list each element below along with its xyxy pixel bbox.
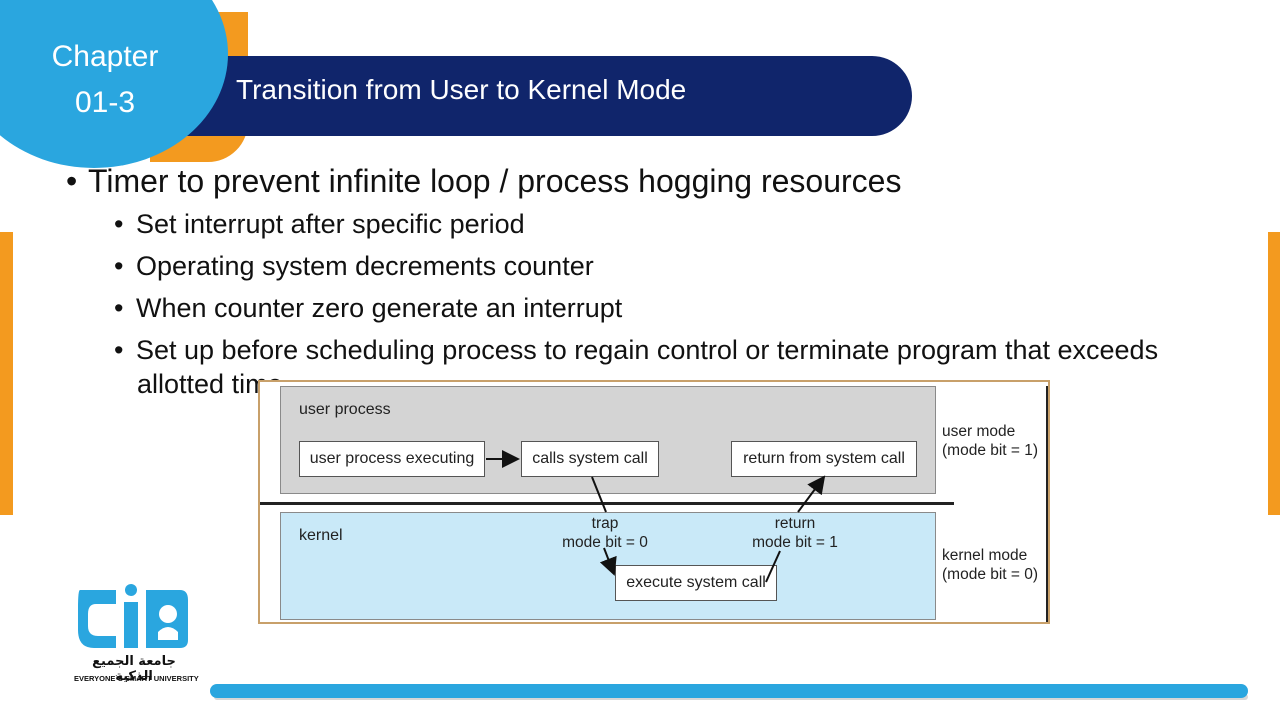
- arrow-trap-upper: [591, 476, 607, 513]
- user-process-region: user process user process executing call…: [280, 386, 936, 494]
- main-bullet-text: Timer to prevent infinite loop / process…: [88, 163, 902, 199]
- bullet-dot: •: [66, 163, 78, 199]
- logo-mark-icon: [78, 584, 188, 648]
- logo-english-name: EVERYONE`S SMART UNIVERSITY: [74, 674, 199, 683]
- sub-bullet: • Set interrupt after specific period: [114, 206, 525, 242]
- mode-transition-diagram: user process user process executing call…: [258, 380, 1050, 624]
- user-mode-bit: (mode bit = 1): [942, 442, 1039, 459]
- execute-system-call-box: execute system call: [615, 565, 777, 601]
- sub-bullet-text: Set interrupt after specific period: [136, 209, 525, 239]
- bullet-dot: •: [114, 251, 124, 281]
- sub-bullet-text: Set up before scheduling process to rega…: [136, 335, 1159, 365]
- bullet-dot: •: [114, 209, 124, 239]
- chapter-number: 01-3: [74, 86, 136, 119]
- kernel-label: kernel: [299, 527, 343, 544]
- sub-bullet-text: Operating system decrements counter: [136, 251, 594, 281]
- bullet-dot: •: [114, 335, 124, 365]
- trap-label: trap mode bit = 0: [550, 514, 660, 552]
- bullet-dot: •: [114, 293, 124, 323]
- left-accent-bar: [0, 232, 13, 515]
- return-from-system-call-box: return from system call: [731, 441, 917, 477]
- diagram-arrows: [486, 450, 826, 583]
- slide-title: Transition from User to Kernel Mode: [236, 74, 687, 105]
- sub-bullet: • Set up before scheduling process to reg…: [114, 332, 1158, 368]
- trap-word: trap: [591, 515, 619, 532]
- arrow-trap-lower: [599, 547, 617, 576]
- user-process-label: user process: [299, 401, 391, 418]
- user-mode-label: user mode (mode bit = 1): [942, 422, 1038, 460]
- logo-arabic-name: جامعة الجميع الذكية: [92, 654, 176, 684]
- right-accent-bar: [1268, 232, 1280, 515]
- return-mode-bit: mode bit = 1: [752, 534, 838, 551]
- user-mode-word: user mode: [942, 423, 1016, 440]
- bottom-accent-bar: [210, 684, 1248, 698]
- return-word: return: [774, 515, 816, 532]
- mode-divider-line: [260, 502, 954, 505]
- kernel-mode-bit: (mode bit = 0): [942, 566, 1039, 583]
- trap-mode-bit: mode bit = 0: [562, 534, 648, 551]
- sub-bullet-text: When counter zero generate an interrupt: [136, 293, 623, 323]
- title-bar: [140, 56, 912, 136]
- arrow-return-lower: [765, 550, 781, 583]
- sub-bullet: • Operating system decrements counter: [114, 248, 594, 284]
- sub-bullet: • When counter zero generate an interrupt: [114, 290, 622, 326]
- chapter-label: Chapter 01-3: [30, 34, 180, 126]
- calls-system-call-box: calls system call: [521, 441, 659, 477]
- university-logo: جامعة الجميع الذكية EVERYONE`S SMART UNI…: [74, 582, 199, 692]
- chapter-word: Chapter: [51, 40, 159, 73]
- kernel-mode-label: kernel mode (mode bit = 0): [942, 546, 1038, 584]
- return-label: return mode bit = 1: [738, 514, 852, 552]
- user-process-executing-box: user process executing: [299, 441, 485, 477]
- diagram-right-rule: [1046, 386, 1048, 622]
- main-bullet: • Timer to prevent infinite loop / proces…: [66, 160, 901, 202]
- arrow-return-upper: [797, 475, 826, 513]
- kernel-mode-word: kernel mode: [942, 547, 1028, 564]
